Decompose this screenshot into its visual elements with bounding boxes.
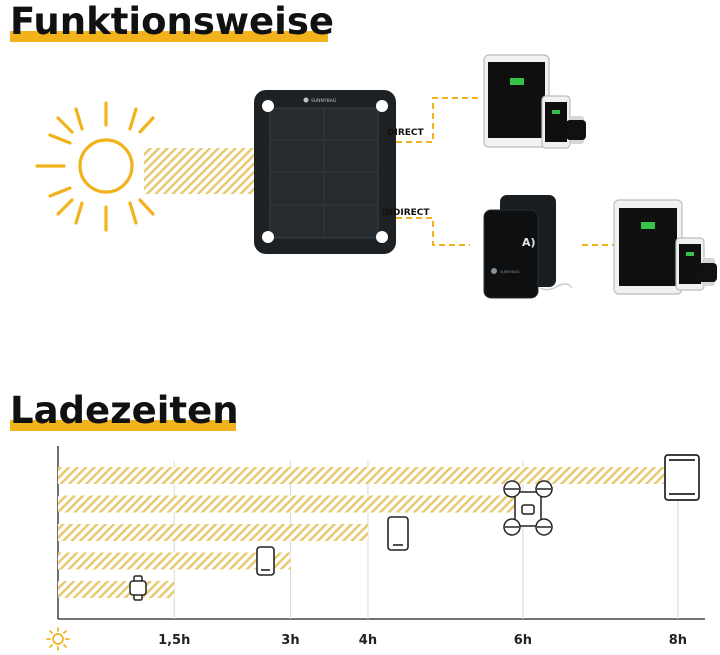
bar-2	[58, 552, 291, 570]
watch-icon	[566, 116, 586, 144]
drone-icon	[503, 480, 553, 536]
section-title-ladezeiten: Ladezeiten	[10, 389, 239, 433]
powerbank-icon: SUNNYBAG A)	[483, 195, 573, 299]
powerbank-brand: SUNNYBAG	[500, 270, 520, 274]
section-title-text: Funktionsweise	[10, 0, 334, 43]
title-underline	[10, 420, 236, 431]
indirect-label: INDIRECT	[382, 208, 430, 218]
bar-4	[58, 495, 523, 513]
phone-icon	[675, 237, 705, 291]
sun-icon	[46, 627, 70, 651]
direct-label: DIRECT	[387, 128, 425, 138]
watch-icon	[698, 258, 717, 286]
sun-icon	[35, 101, 155, 232]
x-tick-label: 6h	[514, 633, 532, 648]
bar-1	[58, 581, 175, 598]
section-title-text: Ladezeiten	[10, 389, 239, 432]
sun-beam	[144, 148, 262, 194]
connection-lines	[396, 97, 614, 246]
phone-icon	[387, 516, 409, 551]
watch-icon	[129, 575, 147, 601]
bars	[58, 467, 678, 598]
panel-brand: SUNNYBAG	[311, 98, 337, 104]
x-tick-label: 8h	[669, 633, 687, 648]
powerbank-symbol: A)	[522, 236, 536, 249]
tablet-icon	[664, 454, 700, 501]
bar-3	[58, 524, 368, 541]
tablet-icon	[613, 199, 683, 295]
x-tick-label: 4h	[359, 633, 377, 648]
charging-time-chart: 1,5h 3h 4h 6h 8h	[46, 446, 705, 651]
section-title-funktionsweise: Funktionsweise	[10, 0, 334, 44]
phone-icon	[256, 546, 275, 576]
solar-panel: SUNNYBAG	[254, 90, 396, 254]
bar-5	[58, 467, 678, 484]
tick-labels: 1,5h 3h 4h 6h 8h	[158, 633, 687, 648]
phone-icon	[541, 95, 571, 149]
tablet-icon	[483, 54, 550, 148]
x-tick-label: 1,5h	[158, 633, 190, 648]
title-underline	[10, 31, 328, 42]
x-tick-label: 3h	[281, 633, 299, 648]
